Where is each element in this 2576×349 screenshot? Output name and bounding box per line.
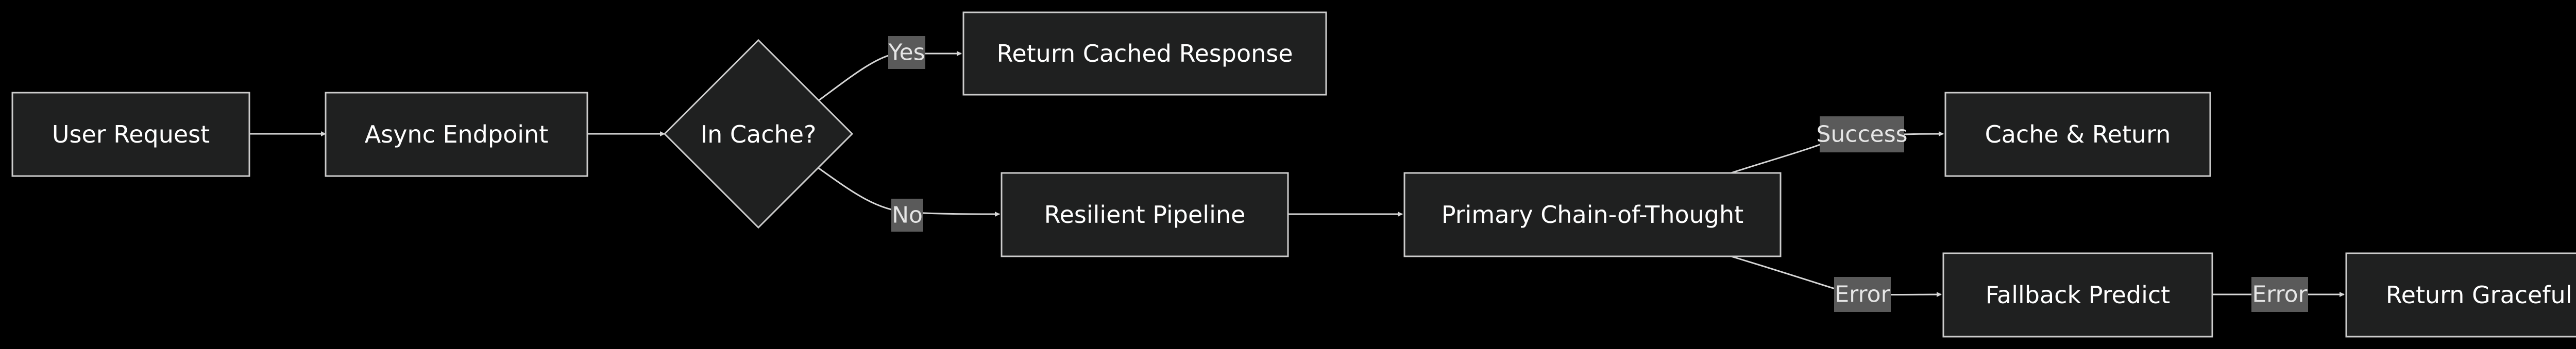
edge-label-no-text: No [892, 202, 923, 229]
node-return-graceful-error: Return Graceful Error [2345, 252, 2576, 338]
node-in-cache-decision: In Cache? [663, 39, 854, 229]
edge-label-success-text: Success [1816, 121, 1907, 148]
node-resilient-pipeline-label: Resilient Pipeline [1044, 201, 1246, 229]
edge-label-error-primary: Error [1834, 277, 1891, 312]
edge-label-yes-text: Yes [888, 40, 925, 66]
node-resilient-pipeline: Resilient Pipeline [1001, 172, 1289, 257]
node-async-endpoint-label: Async Endpoint [365, 120, 548, 148]
node-primary-chain-of-thought: Primary Chain-of-Thought [1403, 172, 1782, 257]
node-return-cached-label: Return Cached Response [996, 40, 1293, 67]
node-async-endpoint: Async Endpoint [325, 92, 588, 177]
nodes: User Request Async Endpoint In Cache? Re… [11, 11, 2576, 338]
node-return-cached-response: Return Cached Response [962, 11, 1327, 96]
node-return-error-label: Return Graceful Error [2386, 281, 2576, 309]
node-fallback-predict-label: Fallback Predict [1986, 281, 2170, 309]
edge-label-error-primary-text: Error [1835, 282, 1890, 308]
edge-label-yes: Yes [888, 36, 925, 69]
node-user-request-label: User Request [52, 120, 210, 148]
edge-label-success: Success [1816, 116, 1908, 152]
node-cache-return-label: Cache & Return [1985, 120, 2171, 148]
node-fallback-predict: Fallback Predict [1942, 252, 2213, 338]
node-primary-cot-label: Primary Chain-of-Thought [1442, 201, 1743, 229]
node-cache-and-return: Cache & Return [1944, 92, 2211, 177]
node-in-cache-label: In Cache? [701, 120, 817, 148]
node-user-request: User Request [11, 92, 250, 177]
edge-label-error-fallback: Error [2251, 277, 2308, 312]
edge-label-error-fallback-text: Error [2252, 282, 2308, 308]
edge-label-no: No [891, 199, 923, 232]
edge-labels: Yes No Success Error Error [888, 36, 2308, 312]
